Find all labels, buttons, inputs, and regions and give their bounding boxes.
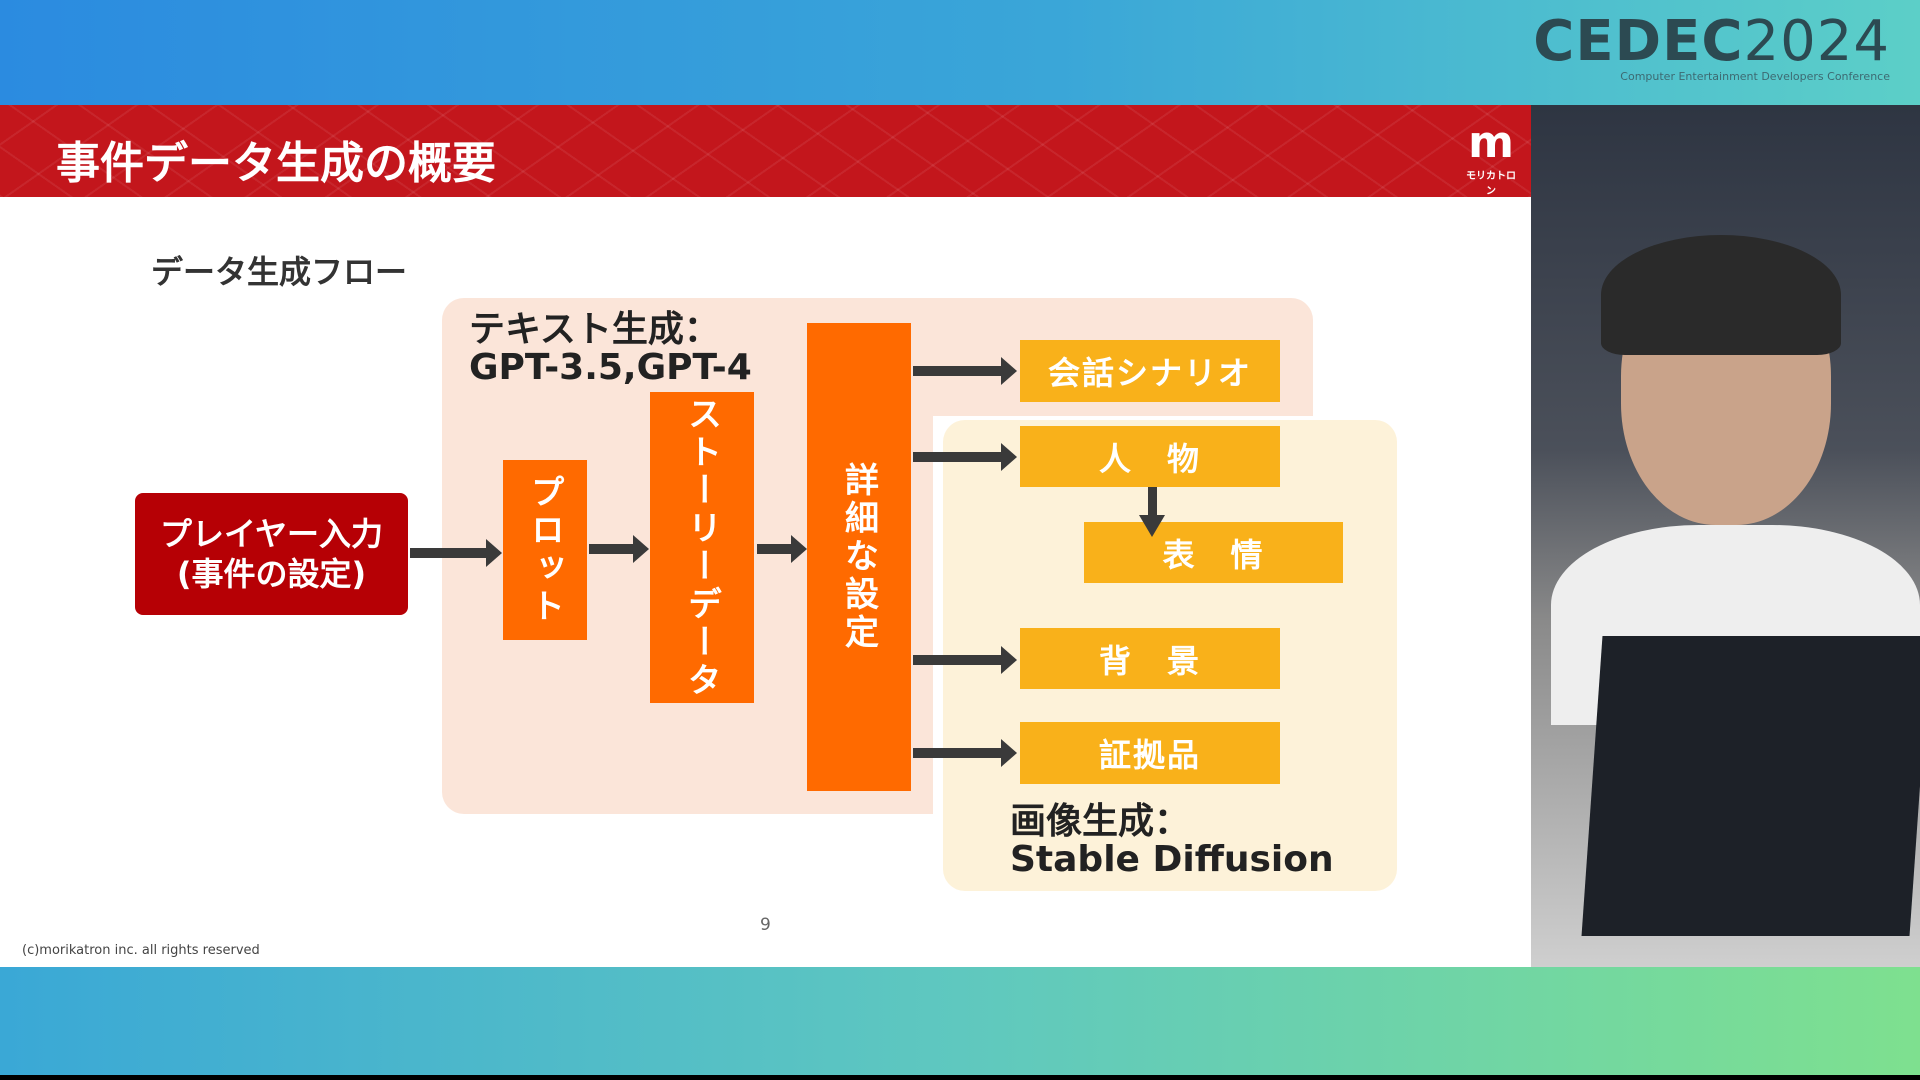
arrow-icon xyxy=(589,535,649,563)
player-input-sublabel: (事件の設定) xyxy=(176,555,367,593)
background-box: 背 景 xyxy=(1020,628,1280,689)
story-data-box: ストーリーデータ xyxy=(650,392,754,703)
image-gen-title: 画像生成： xyxy=(1010,801,1191,842)
arrow-icon xyxy=(757,535,807,563)
arrow-icon xyxy=(913,443,1017,471)
conversation-box: 会話シナリオ xyxy=(1020,340,1280,402)
evidence-box: 証拠品 xyxy=(1020,722,1280,784)
morikatron-logo: m モリカトロン xyxy=(1463,117,1519,198)
page-number: 9 xyxy=(760,915,771,935)
plot-box: プロット xyxy=(503,460,587,640)
logo-text: モリカトロン xyxy=(1466,171,1516,197)
laptop xyxy=(1581,636,1920,936)
slide-title: 事件データ生成の概要 xyxy=(56,138,496,189)
down-arrow-icon xyxy=(1148,487,1157,517)
slide-header: 事件データ生成の概要 m モリカトロン xyxy=(0,105,1531,197)
arrow-icon xyxy=(913,739,1017,767)
image-gen-label: 画像生成： Stable Diffusion xyxy=(1010,803,1334,879)
detail-settings-box: 詳細な設定 xyxy=(807,323,911,791)
player-input-label: プレイヤー入力 xyxy=(159,515,384,553)
image-gen-model: Stable Diffusion xyxy=(1010,839,1334,880)
arrow-icon xyxy=(410,539,502,567)
cedec-logo: CEDEC2024 Computer Entertainment Develop… xyxy=(1533,14,1890,84)
down-arrowhead-icon xyxy=(1139,515,1165,537)
text-gen-title: テキスト生成： xyxy=(469,309,720,350)
cedec-tagline: Computer Entertainment Developers Confer… xyxy=(1620,70,1890,83)
top-banner xyxy=(0,0,1920,105)
cedec-year: 2024 xyxy=(1743,9,1890,74)
speaker-hair xyxy=(1601,235,1841,355)
slide-subtitle: データ生成フロー xyxy=(151,253,408,291)
copyright: (c)morikatron inc. all rights reserved xyxy=(22,943,260,958)
expression-box: 表 情 xyxy=(1084,522,1343,583)
arrow-icon xyxy=(913,357,1017,385)
text-gen-label: テキスト生成： GPT-3.5,GPT-4 xyxy=(469,311,752,387)
bottom-banner xyxy=(0,967,1920,1075)
arrow-icon xyxy=(913,646,1017,674)
logo-mark: m xyxy=(1468,117,1514,168)
person-box: 人 物 xyxy=(1020,426,1280,487)
text-gen-models: GPT-3.5,GPT-4 xyxy=(469,347,752,388)
cedec-name: CEDEC xyxy=(1533,9,1744,74)
slide: 事件データ生成の概要 m モリカトロン データ生成フロー テキスト生成： GPT… xyxy=(0,105,1531,967)
player-input-box: プレイヤー入力 (事件の設定) xyxy=(135,493,408,615)
